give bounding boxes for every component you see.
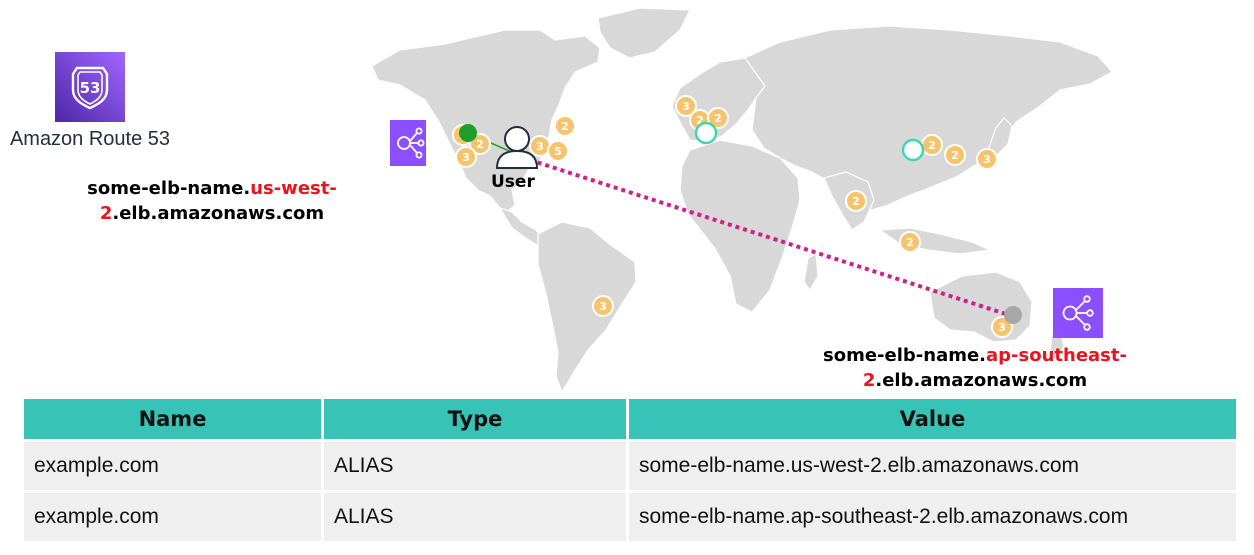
south-america: [537, 221, 637, 394]
load-balancer-icon: [1053, 288, 1103, 338]
user-icon: [495, 126, 539, 169]
edge-badge: 3: [675, 95, 697, 117]
edge-badge: 3: [991, 316, 1013, 338]
svg-text:3: 3: [599, 300, 607, 313]
svg-text:2: 2: [951, 149, 959, 162]
asia: [744, 25, 1113, 213]
edge-badge: 2: [921, 134, 943, 156]
indonesia: [878, 227, 993, 255]
greenland: [597, 7, 691, 59]
svg-text:5: 5: [554, 145, 562, 158]
ap-southeast-region-marker: [1004, 306, 1022, 324]
elb-se-dns-label: some-elb-name.ap-southeast- 2.elb.amazon…: [823, 345, 1127, 391]
route53-shield-icon: 53: [55, 52, 125, 122]
user-label: User: [491, 172, 535, 192]
continents: [371, 7, 1113, 394]
elb-west-dns-label: some-elb-name.us-west- 2.elb.amazonaws.c…: [87, 178, 337, 224]
record-type-cell: ALIAS: [324, 493, 626, 541]
edge-badge: 2: [944, 144, 966, 166]
edge-badge: 3: [976, 148, 998, 170]
svg-text:2: 2: [906, 236, 914, 249]
edge-badge: 3: [455, 146, 477, 168]
svg-text:53: 53: [80, 79, 101, 97]
table-row: example.com ALIAS some-elb-name.us-west-…: [24, 442, 1236, 490]
africa: [679, 139, 801, 313]
edge-badge: 3: [529, 135, 551, 157]
edge-location-badges: 3 2 3 2 3 5 3 2 2 2 2 3 2 2 3 3: [452, 95, 1013, 338]
column-header-value: Value: [629, 399, 1236, 439]
svg-text:2: 2: [714, 112, 722, 125]
svg-text:3: 3: [682, 100, 690, 113]
svg-text:2: 2: [928, 139, 936, 152]
world-map: 3 2 3 2 3 5 3 2 2 2 2 3 2 2 3 3: [371, 7, 1113, 394]
record-type-cell: ALIAS: [324, 442, 626, 490]
table-row: example.com ALIAS some-elb-name.ap-south…: [24, 493, 1236, 541]
svg-text:3: 3: [983, 153, 991, 166]
column-header-name: Name: [24, 399, 321, 439]
table-header-row: Name Type Value: [24, 399, 1236, 439]
svg-text:2: 2: [696, 114, 704, 127]
edge-badge: 2: [707, 107, 729, 129]
record-name-cell: example.com: [24, 493, 321, 541]
edge-badge: 2: [554, 115, 576, 137]
route53-service: 53 Amazon Route 53: [0, 52, 180, 151]
record-name-cell: example.com: [24, 442, 321, 490]
svg-text:3: 3: [998, 321, 1006, 334]
column-header-type: Type: [324, 399, 626, 439]
madagascar: [803, 253, 819, 292]
svg-text:3: 3: [536, 140, 544, 153]
edge-badge: 2: [899, 231, 921, 253]
svg-text:2: 2: [561, 120, 569, 133]
svg-text:2: 2: [852, 195, 860, 208]
regional-cache-marker: [694, 121, 718, 145]
svg-text:3: 3: [462, 151, 470, 164]
edge-badge: 2: [845, 190, 867, 212]
regional-cache-marker: [901, 138, 925, 162]
edge-badge: 5: [547, 140, 569, 162]
load-balancer-icon: [390, 120, 426, 166]
record-value-cell: some-elb-name.ap-southeast-2.elb.amazona…: [629, 493, 1236, 541]
route53-label: Amazon Route 53: [9, 128, 171, 150]
us-west-region-marker: [459, 124, 477, 142]
edge-badge: 3: [592, 295, 614, 317]
dns-records-table: Name Type Value example.com ALIAS some-e…: [21, 396, 1239, 544]
record-value-cell: some-elb-name.us-west-2.elb.amazonaws.co…: [629, 442, 1236, 490]
edge-badge: 2: [469, 133, 491, 155]
svg-text:2: 2: [476, 138, 484, 151]
